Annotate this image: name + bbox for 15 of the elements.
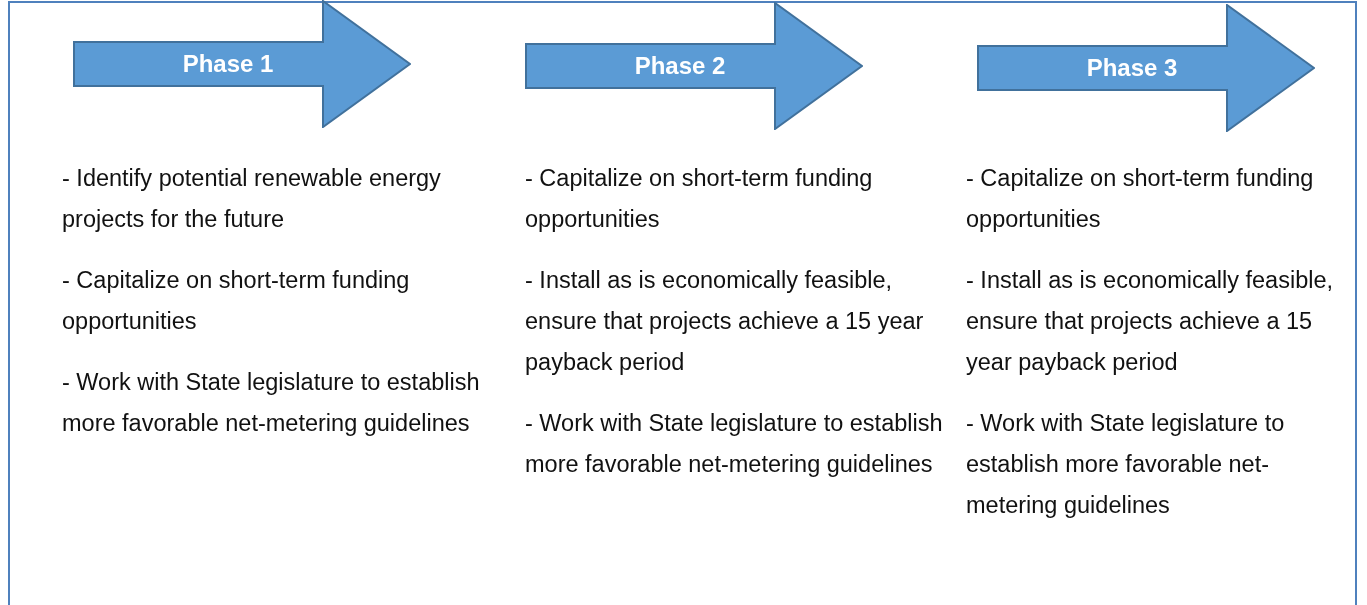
phase-label: Phase 1: [181, 50, 275, 78]
phase-label: Phase 2: [633, 52, 727, 80]
bullet-text: - Work with State legislature to establish more favorable net-metering guidelines: [525, 409, 944, 479]
bullet-text: - Capitalize on short-term funding opportunities: [525, 164, 874, 234]
bullet-text: - Identify potential renewable energy projects for the future: [62, 164, 442, 234]
bullet-text: - Capitalize on short-term funding opportunities: [966, 164, 1315, 234]
bullet-text: - Capitalize on short-term funding opportunities: [62, 266, 411, 336]
phase-label: Phase 3: [1085, 54, 1179, 82]
bullet-text: - Install as is economically feasible, ensure that projects achieve a 15 year payback period: [966, 266, 1334, 377]
block-arrow: [977, 4, 1315, 132]
bullet-text: - Work with State legislature to establish more favorable net-metering guidelines: [966, 409, 1286, 520]
bullet-text: - Work with State legislature to establish more favorable net-metering guidelines: [62, 368, 481, 438]
bullet-text: - Install as is economically feasible, ensure that projects achieve a 15 year payback period: [525, 266, 925, 377]
block-arrow: [73, 0, 411, 128]
block-arrow: [525, 2, 863, 130]
